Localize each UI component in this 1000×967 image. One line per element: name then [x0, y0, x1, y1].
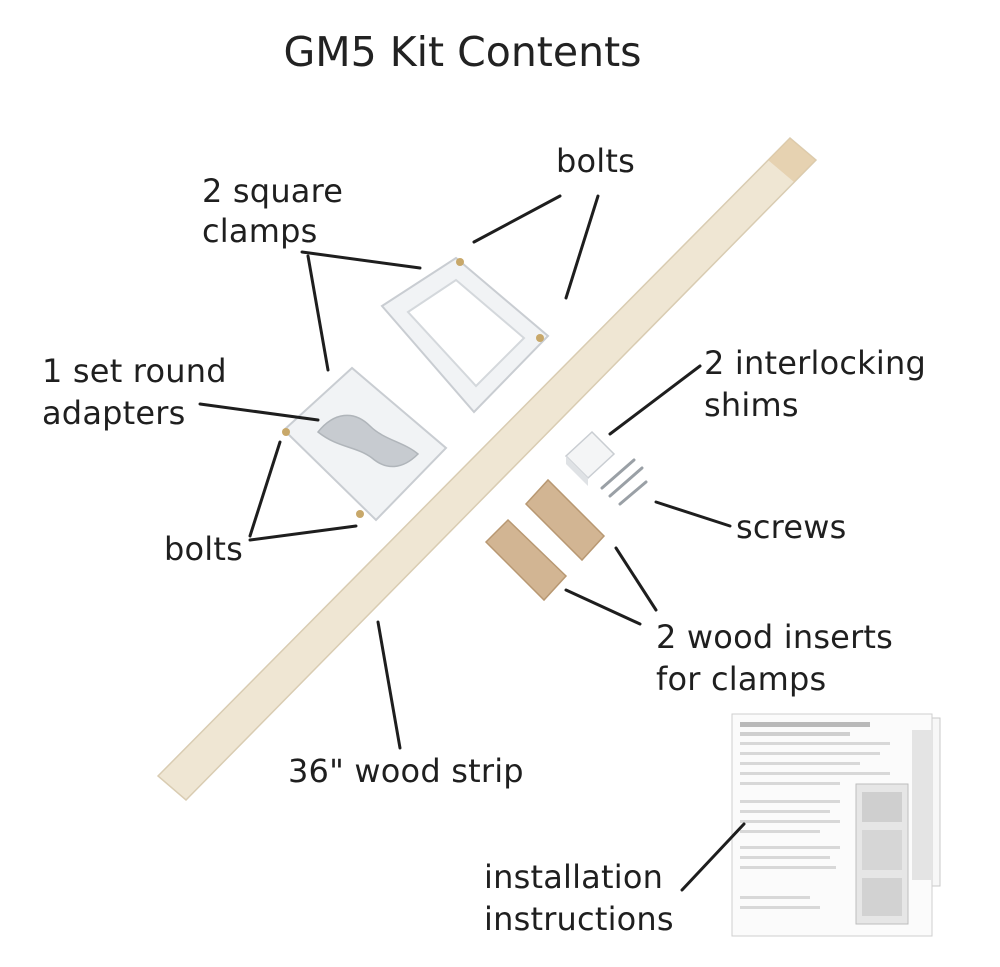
round-adapter-clamp	[282, 366, 448, 522]
screws	[600, 458, 648, 506]
interlocking-shims	[564, 430, 616, 486]
label-installation-instructions-line1: installation	[484, 858, 664, 896]
label-round-adapters-line2: adapters	[42, 394, 186, 432]
label-wood-inserts-line2: for clamps	[656, 660, 827, 698]
wood-inserts	[484, 478, 606, 602]
instruction-sheets	[731, 713, 941, 937]
label-interlocking-shims-line2: shims	[704, 386, 799, 424]
label-installation-instructions-line2: instructions	[484, 900, 674, 938]
wood-strip	[156, 136, 818, 802]
diagram-title: GM5 Kit Contents	[283, 28, 642, 76]
square-clamp	[380, 256, 550, 414]
leader-lines	[198, 194, 746, 892]
label-screws: screws	[736, 508, 847, 546]
label-square-clamps-line2: clamps	[202, 212, 318, 250]
label-square-clamps-line1: 2 square	[202, 172, 344, 210]
label-bolts-top: bolts	[556, 142, 635, 180]
label-interlocking-shims-line1: 2 interlocking	[704, 344, 926, 382]
label-bolts-left: bolts	[164, 530, 243, 568]
label-wood-strip: 36" wood strip	[288, 752, 524, 790]
label-wood-inserts-line1: 2 wood inserts	[656, 618, 894, 656]
label-round-adapters-line1: 1 set round	[42, 352, 227, 390]
